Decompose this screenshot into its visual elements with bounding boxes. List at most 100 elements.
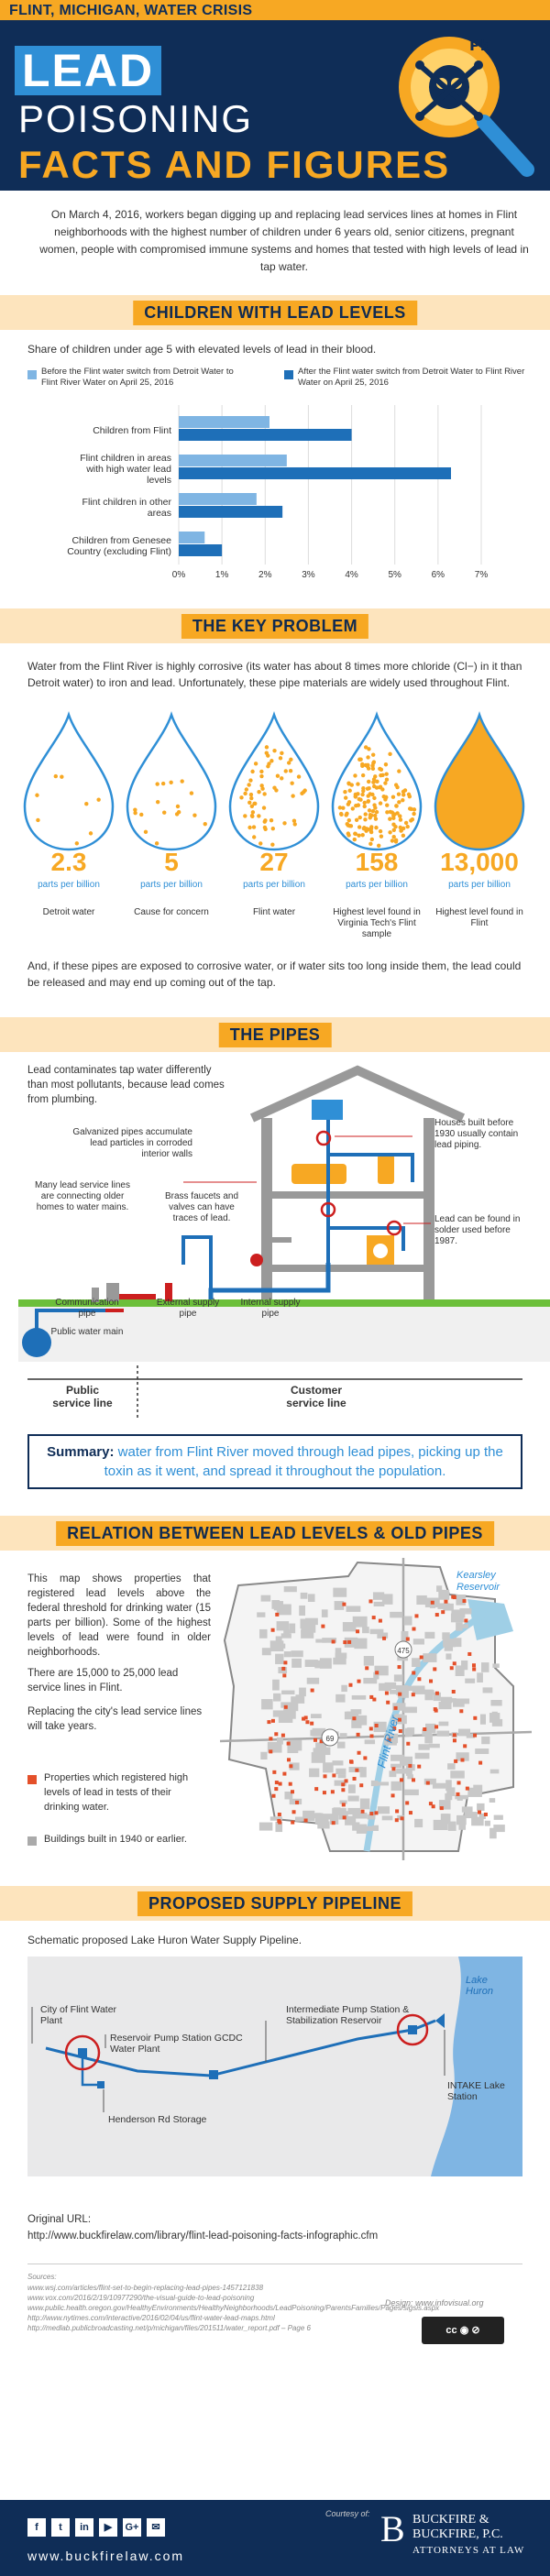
lead-particle bbox=[272, 785, 277, 790]
lead-particle bbox=[412, 807, 417, 812]
old-building bbox=[354, 1638, 368, 1650]
old-building bbox=[341, 1684, 347, 1693]
summary-box: Summary: water from Flint River moved th… bbox=[28, 1434, 522, 1489]
social-icon[interactable]: ✉ bbox=[147, 2518, 165, 2537]
lead-particle bbox=[409, 806, 413, 812]
label-public-service: Public service line bbox=[52, 1384, 113, 1409]
lead-property bbox=[330, 1790, 335, 1794]
old-building bbox=[294, 1816, 303, 1822]
old-building bbox=[455, 1794, 468, 1800]
old-building bbox=[438, 1800, 451, 1810]
social-icon[interactable]: f bbox=[28, 2518, 46, 2537]
lead-property bbox=[378, 1618, 382, 1623]
drop-unit: parts per billion bbox=[38, 880, 100, 890]
lead-property bbox=[429, 1679, 434, 1683]
old-building bbox=[267, 1741, 282, 1753]
lead-particle bbox=[369, 837, 375, 842]
lead-property bbox=[357, 1679, 361, 1683]
lead-particle bbox=[371, 784, 377, 789]
source-line[interactable]: http://www.nytimes.com/interactive/2016/… bbox=[28, 2314, 275, 2322]
old-building bbox=[481, 1662, 490, 1672]
lead-property bbox=[321, 1624, 325, 1628]
drop-unit: parts per billion bbox=[140, 880, 203, 890]
old-building bbox=[493, 1814, 503, 1820]
lead-property bbox=[355, 1768, 359, 1772]
category-label: with high water lead bbox=[85, 464, 171, 475]
drop-unit: parts per billion bbox=[448, 880, 511, 890]
lead-property bbox=[441, 1610, 446, 1615]
water-drop bbox=[23, 711, 115, 851]
old-building bbox=[373, 1721, 387, 1733]
x-tick-label: 5% bbox=[388, 570, 402, 580]
lead-particle bbox=[372, 813, 378, 818]
lead-particle bbox=[203, 821, 207, 827]
social-icon[interactable]: G+ bbox=[123, 2518, 141, 2537]
old-building bbox=[357, 1715, 368, 1726]
lead-property bbox=[272, 1770, 277, 1774]
old-building bbox=[277, 1654, 283, 1661]
lead-particle bbox=[264, 745, 270, 750]
source-line[interactable]: www.wsj.com/articles/flint-set-to-begin-… bbox=[28, 2284, 264, 2292]
lead-particle bbox=[375, 779, 380, 784]
lead-particle bbox=[154, 841, 160, 846]
old-building bbox=[444, 1643, 454, 1651]
lead-property bbox=[384, 1691, 389, 1695]
pipeline-storage: Henderson Rd Storage bbox=[108, 2114, 207, 2125]
pipeline-intake: INTAKE Lake Station bbox=[447, 2080, 505, 2102]
lead-property bbox=[282, 1673, 287, 1678]
source-line[interactable]: www.public.health.oregon.gov/HealthyEnvi… bbox=[28, 2304, 440, 2312]
lead-particle bbox=[383, 795, 389, 800]
lead-particle bbox=[405, 824, 410, 829]
footer-url[interactable]: www.buckfirelaw.com bbox=[28, 2549, 185, 2563]
old-building bbox=[361, 1825, 373, 1832]
lead-particle bbox=[354, 817, 359, 822]
lead-property bbox=[478, 1760, 483, 1765]
lead-property bbox=[348, 1683, 353, 1687]
social-icon[interactable]: in bbox=[75, 2518, 94, 2537]
lead-property bbox=[356, 1732, 360, 1737]
lead-particle bbox=[390, 795, 396, 799]
firm-logo-mark: B bbox=[380, 2508, 405, 2549]
title-line-1: LEAD bbox=[15, 46, 162, 95]
old-building bbox=[334, 1601, 345, 1610]
lead-particle bbox=[401, 826, 406, 831]
lead-property bbox=[375, 1671, 380, 1675]
lead-property bbox=[434, 1708, 438, 1713]
note-brass: Brass faucets and valves can have traces… bbox=[164, 1191, 239, 1223]
source-line[interactable]: http://medlab.publicbroadcasting.net/p/m… bbox=[28, 2324, 311, 2332]
old-building bbox=[369, 1628, 384, 1635]
lead-particle bbox=[262, 819, 267, 824]
drop-caption: Flint water bbox=[252, 907, 296, 917]
old-building bbox=[461, 1660, 468, 1671]
label-communication-pipe: Communication pipe bbox=[55, 1298, 119, 1319]
source-line[interactable]: www.vox.com/2016/2/19/10977290/the-visua… bbox=[28, 2294, 255, 2302]
category-label: Children from Genesee bbox=[72, 535, 171, 546]
old-building bbox=[258, 1822, 273, 1831]
old-building bbox=[399, 1756, 413, 1766]
old-building bbox=[373, 1601, 385, 1606]
old-building bbox=[347, 1795, 359, 1802]
social-icon[interactable]: ▶ bbox=[99, 2518, 117, 2537]
lead-property bbox=[271, 1793, 276, 1798]
svg-text:Pb: Pb bbox=[469, 37, 490, 54]
lead-particle bbox=[244, 787, 249, 792]
lead-property bbox=[314, 1737, 318, 1742]
lead-property bbox=[374, 1723, 379, 1727]
old-building bbox=[275, 1636, 282, 1644]
lead-property bbox=[291, 1820, 295, 1825]
original-url-link[interactable]: http://www.buckfirelaw.com/library/flint… bbox=[28, 2231, 379, 2242]
lead-particle bbox=[369, 813, 374, 818]
social-icon[interactable]: t bbox=[51, 2518, 70, 2537]
old-building bbox=[443, 1639, 456, 1648]
lead-particle bbox=[360, 773, 366, 778]
old-building bbox=[351, 1694, 367, 1700]
lead-particle bbox=[357, 825, 362, 829]
lead-particle bbox=[270, 827, 275, 831]
section-heading-map: RELATION BETWEEN LEAD LEVELS & OLD PIPES bbox=[56, 1521, 494, 1546]
lead-property bbox=[343, 1640, 347, 1645]
pipeline-lake: Lake Huron bbox=[466, 1975, 493, 1997]
old-building bbox=[377, 1632, 389, 1639]
lead-particle bbox=[360, 762, 365, 767]
old-building bbox=[489, 1798, 496, 1803]
old-building bbox=[284, 1792, 293, 1800]
